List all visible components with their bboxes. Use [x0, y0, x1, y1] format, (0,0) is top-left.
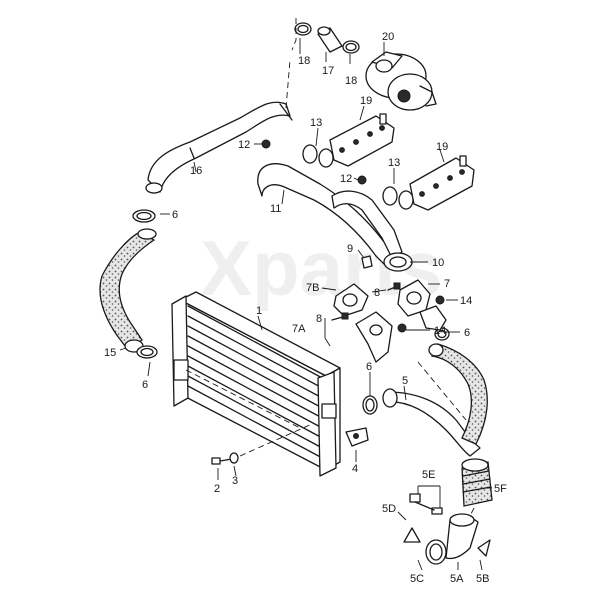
clamp-part-6-lower-left[interactable]: [136, 345, 158, 359]
label-part-5D[interactable]: 5D: [382, 503, 396, 515]
boot-part-5F[interactable]: [461, 458, 493, 507]
label-part-11[interactable]: 11: [270, 203, 281, 215]
label-part-20[interactable]: 20: [382, 31, 394, 43]
label-part-18-right[interactable]: 18: [345, 75, 357, 87]
connector-part-17[interactable]: [317, 26, 343, 53]
label-part-5C[interactable]: 5C: [410, 573, 424, 585]
clamp-part-18-left[interactable]: [294, 22, 312, 36]
bolt-part-5E[interactable]: [409, 493, 443, 515]
clip-part-9[interactable]: [361, 255, 373, 269]
label-part-10[interactable]: 10: [432, 257, 444, 269]
label-part-7[interactable]: 7: [444, 278, 450, 290]
hose-part-5[interactable]: [382, 388, 481, 457]
clamp-part-6-upper-left[interactable]: [132, 209, 156, 223]
label-part-5F[interactable]: 5F: [494, 483, 507, 495]
leader-lines: [119, 38, 492, 571]
label-part-12-lower[interactable]: 12: [340, 173, 352, 185]
label-part-13-upper[interactable]: 13: [310, 117, 322, 129]
label-part-6-right[interactable]: 6: [464, 327, 470, 339]
label-part-1[interactable]: 1: [256, 305, 262, 317]
dash-line-cooler: [185, 369, 301, 429]
dash-line-5: [417, 361, 467, 421]
label-part-7B[interactable]: 7B: [306, 282, 319, 294]
label-part-18-left[interactable]: 18: [298, 55, 310, 67]
manifold-part-19-lower[interactable]: [409, 155, 475, 211]
part-labels: 20 18 17 18 19 13 12 19 12 13 16 6 11 9 …: [104, 31, 507, 585]
gasket-part-13-lower[interactable]: [382, 186, 414, 210]
leader-5E: [417, 485, 441, 508]
label-part-3[interactable]: 3: [232, 475, 238, 487]
intercooler-part-1[interactable]: [171, 291, 341, 477]
clip-part-5D[interactable]: [403, 527, 421, 543]
label-part-5A[interactable]: 5A: [450, 573, 464, 585]
bolt-part-2[interactable]: [211, 457, 233, 465]
dash-line-bolt: [239, 423, 313, 457]
label-part-16[interactable]: 16: [190, 165, 202, 177]
manifold-part-19-upper[interactable]: [329, 113, 395, 167]
cap-part-5B[interactable]: [477, 539, 491, 557]
label-part-17[interactable]: 17: [322, 65, 334, 77]
label-part-19-lower[interactable]: 19: [436, 141, 448, 153]
label-part-5B[interactable]: 5B: [476, 573, 489, 585]
clamp-part-6-right[interactable]: [434, 327, 450, 341]
label-part-2[interactable]: 2: [214, 483, 220, 495]
flange-part-7B[interactable]: [333, 283, 369, 317]
label-part-5[interactable]: 5: [402, 375, 408, 387]
dash-line-turbo: [291, 18, 297, 51]
label-part-6-upper-left[interactable]: 6: [172, 209, 178, 221]
bracket-part-7A[interactable]: [355, 311, 393, 363]
label-part-14-upper[interactable]: 14: [460, 295, 472, 307]
label-part-6-lower-left[interactable]: 6: [142, 379, 148, 391]
label-part-5E[interactable]: 5E: [422, 469, 435, 481]
washer-part-3[interactable]: [229, 452, 239, 464]
nut-part-12-lower[interactable]: [357, 175, 367, 185]
label-part-12-upper[interactable]: 12: [238, 139, 250, 151]
label-part-13-lower[interactable]: 13: [388, 157, 400, 169]
hose-part-5-speckled[interactable]: [428, 343, 488, 445]
label-part-9[interactable]: 9: [347, 243, 353, 255]
label-part-14-lower[interactable]: 14: [434, 325, 446, 337]
nut-part-12-upper[interactable]: [261, 139, 271, 149]
dash-line-16: [285, 59, 291, 109]
nut-part-14-upper[interactable]: [435, 295, 445, 305]
label-part-8-upper[interactable]: 8: [374, 287, 380, 299]
screw-part-8-upper[interactable]: [387, 282, 401, 291]
bracket-part-4[interactable]: [345, 427, 369, 447]
flange-part-10[interactable]: [383, 252, 413, 272]
clamp-part-6-cooler[interactable]: [362, 395, 378, 415]
screw-part-8-lower[interactable]: [331, 312, 349, 321]
pipe-part-7-lower[interactable]: [419, 305, 447, 331]
clamp-part-18-right[interactable]: [342, 40, 360, 54]
nut-part-14-lower[interactable]: [397, 323, 407, 333]
leader-7A: [324, 318, 331, 347]
label-part-15[interactable]: 15: [104, 347, 116, 359]
flange-part-7[interactable]: [397, 279, 431, 317]
label-part-7A[interactable]: 7A: [292, 323, 306, 335]
label-part-19-upper[interactable]: 19: [360, 95, 372, 107]
seal-part-5C[interactable]: [425, 539, 447, 565]
turbocharger-part-20[interactable]: [365, 51, 437, 111]
gasket-part-13-upper[interactable]: [302, 144, 334, 168]
label-part-8-lower[interactable]: 8: [316, 313, 322, 325]
intake-pipe-part-16[interactable]: [145, 101, 293, 194]
pipe-part-5A[interactable]: [445, 513, 479, 560]
label-part-6-cooler[interactable]: 6: [366, 361, 372, 373]
hose-part-15[interactable]: [99, 228, 157, 353]
label-part-4[interactable]: 4: [352, 463, 358, 475]
